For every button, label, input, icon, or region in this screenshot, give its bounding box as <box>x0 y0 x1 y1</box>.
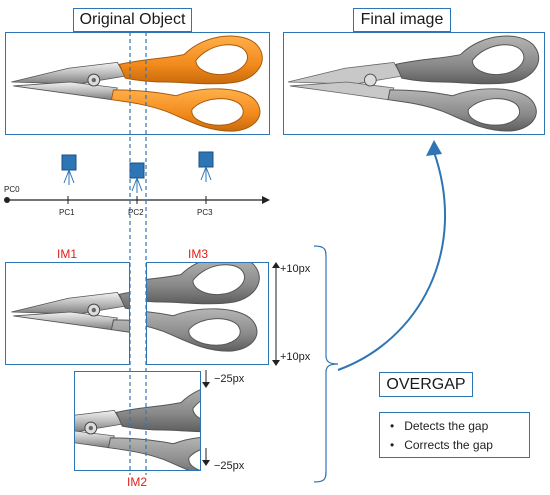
pc1-label: PC1 <box>59 208 75 217</box>
original-object-title: Original Object <box>73 8 192 32</box>
im3-bottom-offset: +10px <box>280 351 311 363</box>
im2-top-arrow <box>202 370 210 388</box>
pc2-label: PC2 <box>128 208 144 217</box>
correction-arrow <box>337 140 447 371</box>
final-image-title: Final image <box>353 8 451 32</box>
im3-label: IM3 <box>188 247 209 261</box>
camera-icon-pc3 <box>198 151 214 182</box>
step-corrects: • Corrects the gap <box>390 438 493 452</box>
group-brace <box>313 245 339 483</box>
im3-offset-arrow <box>272 262 280 366</box>
overgap-steps-box: • Detects the gap • Corrects the gap <box>379 412 530 458</box>
im1-label: IM1 <box>57 247 78 261</box>
im2-bottom-offset: −25px <box>214 460 245 472</box>
step-detects: • Detects the gap <box>390 419 489 433</box>
original-object-panel <box>5 32 270 135</box>
im2-label: IM2 <box>127 475 148 489</box>
position-axis <box>4 196 270 204</box>
im2-panel <box>74 371 201 471</box>
pc3-label: PC3 <box>197 208 213 217</box>
bullet-dot: • <box>390 438 405 452</box>
camera-icon-pc1 <box>61 154 77 185</box>
im3-top-offset: +10px <box>280 263 311 275</box>
im2-bottom-arrow <box>202 448 210 466</box>
im2-top-offset: −25px <box>214 373 245 385</box>
pc0-label: PC0 <box>4 185 20 194</box>
overgap-title: OVERGAP <box>379 372 473 397</box>
im1-panel <box>5 262 130 365</box>
final-image-panel <box>283 32 545 135</box>
bullet-dot: • <box>390 419 405 433</box>
camera-icon-pc2 <box>129 162 145 193</box>
